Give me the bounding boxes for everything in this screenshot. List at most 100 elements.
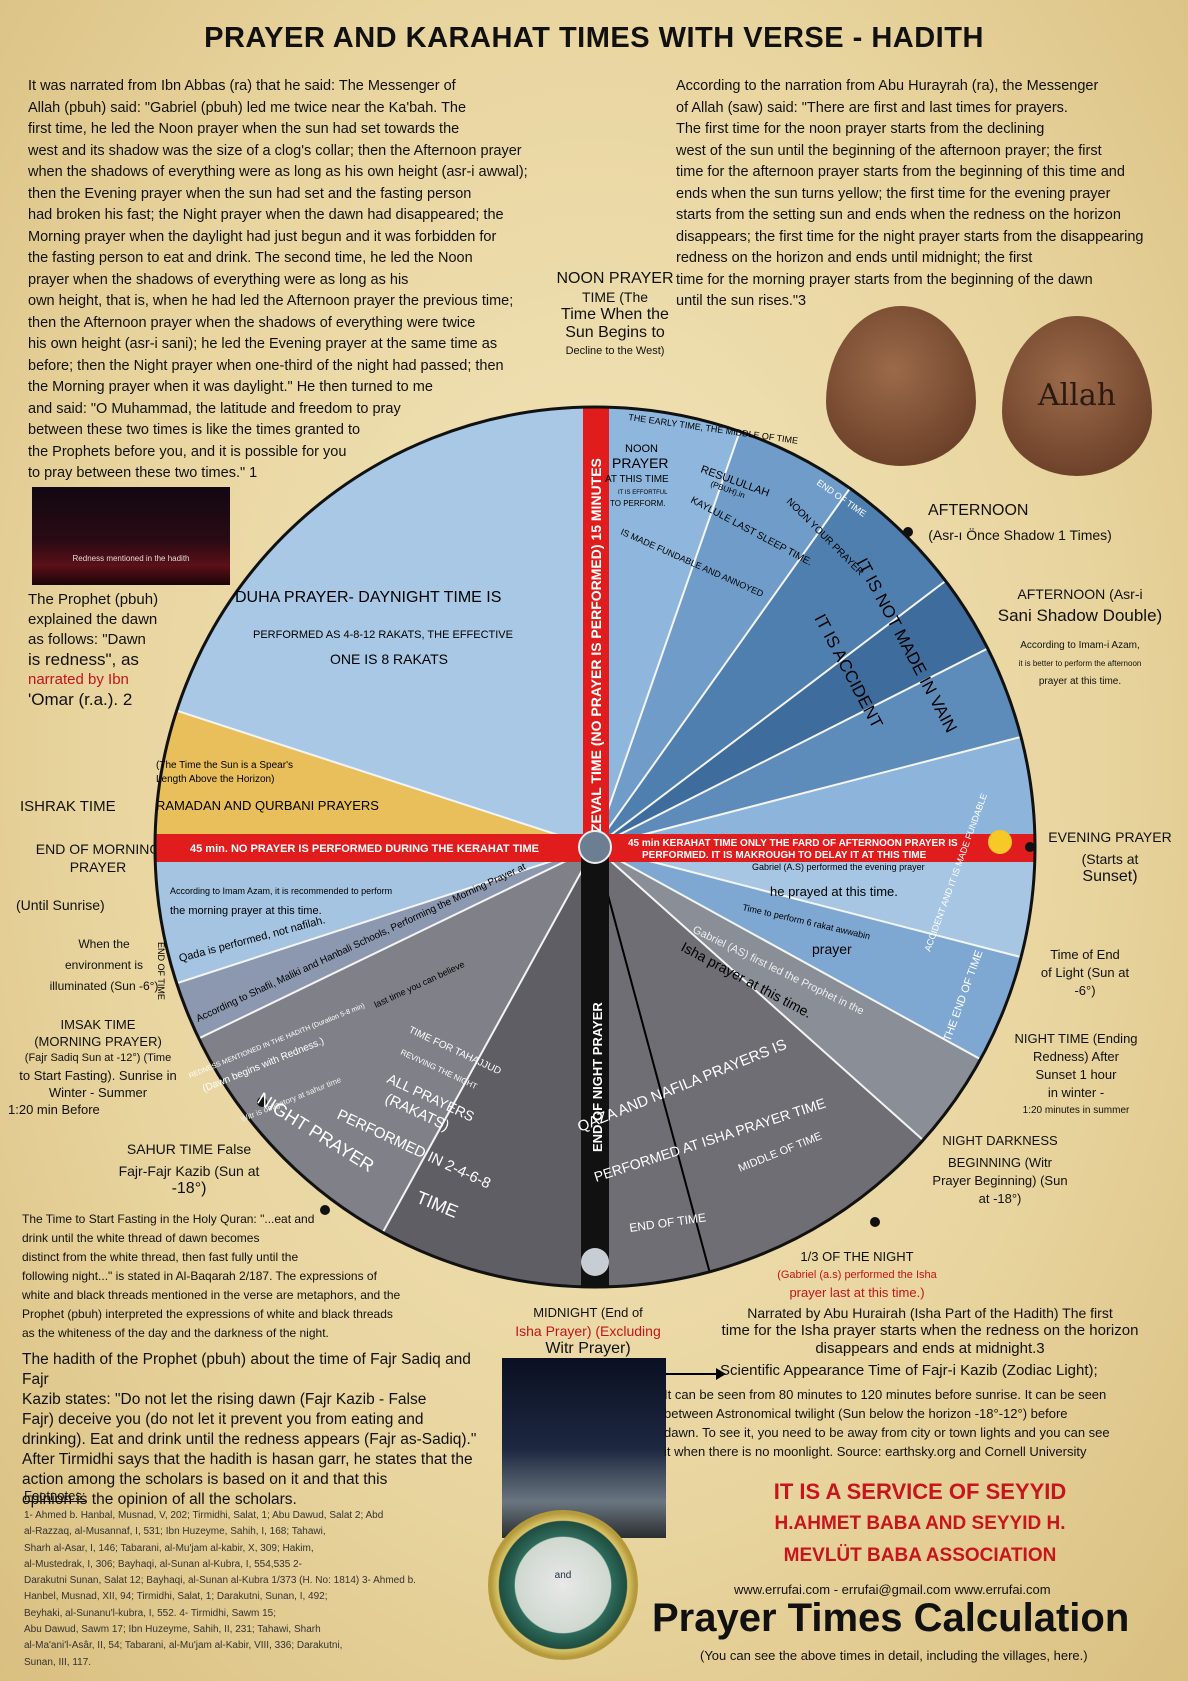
zodiac-light-photo [502,1358,666,1538]
allah-leaf-text: Allah [1037,378,1117,413]
text-line: the Morning prayer when it was daylight.… [28,379,433,395]
text-line: his own height (asr-i sani); he led the … [28,336,498,352]
text-line: According to the narration from Abu Hura… [676,78,1099,94]
text-line: Abu Dawud, Sawm 17; Ibn Huzeyme, Sahih, … [24,1624,321,1636]
dawn-note-line: as follows: "Dawn [28,631,146,648]
night-darkness-label: NIGHT DARKNESS BEGINNING (Witr Prayer Be… [920,1132,1080,1208]
evening-prayer-sub: Sunset) [1082,868,1138,885]
zeval-band-label: ZEVAL TIME (NO PRAYER IS PERFORMED) 15 M… [588,458,604,832]
afternoon-1-sub: (Asr-ı Önce Shadow 1 Times) [928,527,1112,543]
text-line: as the whiteness of the day and the dark… [22,1326,329,1340]
right-hadith-text: According to the narration from Abu Hura… [676,76,1166,313]
text-line: until the sun rises."3 [676,293,807,309]
text-line: to pray between these two times." 1 [28,465,258,481]
noon-prayer-sub: Decline to the West) [565,345,665,357]
spear-label-2: Length Above the Horizon) [156,774,274,785]
night-time-label: NIGHT TIME (Ending Redness) After Sunset… [996,1030,1156,1120]
seal-text: and [554,1570,572,1581]
evening-prayer-title: EVENING PRAYER [1048,829,1172,845]
text-line: Darakutni Sunan, Salat 12; Bayhaqi, al-S… [24,1575,416,1587]
noon-prayer-sub: TIME (The [581,289,649,305]
afternoon-2-sub: Sani Shadow Double) [997,606,1163,625]
kerahat-right-label-2: PERFORMED. IT IS MAKROUGH TO DELAY IT AT… [642,850,927,861]
text-line: al-Razzaq, al-Musannaf, I, 531; Ibn Huze… [24,1526,326,1538]
kerahat-left-label: 45 min. NO PRAYER IS PERFORMED DURING TH… [190,843,539,855]
sector-dividers [155,407,1035,1287]
text-line: then the Evening prayer when the sun had… [28,185,472,202]
dawn-note-line: narrated by Ibn [28,671,129,688]
prayer-time-wheel: ZEVAL TIME (NO PRAYER IS PERFORMED) 15 M… [153,405,1037,1289]
noon-sector-label: AT THIS TIME [605,474,669,485]
text-line: The Time to Start Fasting in the Holy Qu… [22,1212,315,1226]
night-darkness-line: Prayer Beginning) (Sun [932,1173,1068,1188]
text-line: Kazib states: "Do not let the rising daw… [22,1391,427,1408]
text-line: The hadith of the Prophet (pbuh) about t… [22,1351,471,1388]
end-of-morning-sub: (Until Sunrise) [16,897,105,913]
imam-azam-label: the morning prayer at this time. [170,905,322,917]
prayer-times-calculation-link[interactable]: Prayer Times Calculation [652,1596,1130,1640]
noon-sector-label: NOON [625,443,658,455]
noon-prayer-sub: Sun Begins to [565,324,665,341]
text-line: own height, that is, when he had led the… [28,293,514,309]
end-of-morning-label: END OF MORNING PRAYER (Until Sunrise) [8,840,188,914]
third-of-night-label: 1/3 OF THE NIGHT (Gabriel (a.s) performe… [752,1248,962,1302]
isha-hadith-line: time for the Isha prayer starts when the… [721,1322,1139,1339]
noon-sector-label: IT IS EFFORTFUL [618,490,668,496]
imsak-time-label: IMSAK TIME (MORNING PRAYER) (Fajr Sadiq … [8,1016,188,1118]
text-line: time for the afternoon prayer starts fro… [676,164,1125,180]
text-line: dawn. To see it, you need to be away fro… [664,1425,1110,1440]
imsak-line: (MORNING PRAYER) [34,1034,162,1049]
midnight-label: MIDNIGHT (End of Isha Prayer) (Excluding… [508,1304,668,1358]
sahur-line: -18°) [171,1180,207,1197]
text-line: before; then the Night prayer when one-t… [28,357,504,374]
text-line: west of the sun until the beginning of t… [676,142,1102,159]
imsak-line: 1:20 min Before [8,1102,100,1117]
pointer-arrow [666,1368,726,1380]
muhammad-calligraphy-leaf [826,306,976,466]
text-line: the Prophets before you, and it is possi… [28,443,347,460]
third-of-night-note: (Gabriel (a.s) performed the Isha [777,1269,937,1281]
text-line: Hanbel, Musnad, XII, 94; Tirmidhi, Salat… [24,1591,328,1603]
imsak-line: IMSAK TIME [60,1017,136,1032]
night-time-line: NIGHT TIME (Ending [1014,1031,1138,1046]
text-line: when the shadows of everything were as l… [28,164,528,180]
text-line: drinking). Eat and drink until the redne… [22,1431,477,1448]
sahur-time-label: SAHUR TIME False Fajr-Fajr Kazib (Sun at… [104,1140,274,1198]
service-line: IT IS A SERVICE OF SEYYID [773,1479,1067,1504]
text-line: action among the scholars is based on it… [22,1471,388,1488]
dawn-note-line: is redness", as [28,650,139,669]
text-line: redness on the horizon and ends until mi… [676,250,1033,266]
isha-sector [595,847,1035,1182]
night-darkness-line: NIGHT DARKNESS [942,1133,1058,1148]
redness-photo: Redness mentioned in the hadith [32,487,230,585]
service-credit: IT IS A SERVICE OF SEYYID H.AHMET BABA A… [740,1476,1100,1572]
third-of-night-title: 1/3 OF THE NIGHT [800,1249,914,1264]
end-of-light-label: Time of End of Light (Sun at -6°) [1030,946,1140,1000]
association-seal-logo: and [488,1510,638,1660]
noon-sector-label: TO PERFORM. [610,499,665,508]
noon-prayer-label: NOON PRAYER TIME (The Time When the Sun … [540,270,690,360]
text-line: of Allah (saw) said: "There are first an… [676,99,1068,116]
third-night-line [594,846,716,1287]
text-line: following night..." is stated in Al-Baqa… [22,1269,377,1283]
service-line: H.AHMET BABA AND SEYYID H. [774,1513,1066,1534]
zodiac-light-text: Scientific Appearance Time of Fajr-i Kaz… [664,1362,1174,1461]
evening-prayer-sub: (Starts at [1081,851,1139,867]
contact-links[interactable]: www.errufai.com - errufai@gmail.com www.… [734,1582,1051,1597]
sahur-line: SAHUR TIME False [126,1141,252,1157]
isha-hadith-line: disappears and ends at midnight.3 [815,1340,1045,1357]
end-of-light-line: -6°) [1074,983,1096,998]
environment-line: illuminated (Sun -6°) [49,979,159,993]
text-line: Prophet (pbuh) interpreted the expressio… [22,1307,393,1321]
moon-icon [581,1248,609,1276]
text-line: After Tirmidhi says that the hadith is h… [22,1451,473,1468]
text-line: had broken his fast; the Night prayer wh… [28,207,504,223]
dawn-note-line: explained the dawn [28,611,158,628]
duha-label-1: DUHA PRAYER- DAYNIGHT TIME IS [235,589,501,606]
text-line: it when there is no moonlight. Source: e… [664,1444,1087,1459]
resul-sector [595,407,890,847]
imam-azam-label: According to Imam Azam, it is recommende… [170,886,392,896]
midnight-line: Witr Prayer) [545,1340,631,1357]
afternoon-2-label: AFTERNOON (Asr-i Sani Shadow Double) Acc… [992,585,1168,691]
text-line: drink until the white thread of dawn bec… [22,1231,260,1245]
